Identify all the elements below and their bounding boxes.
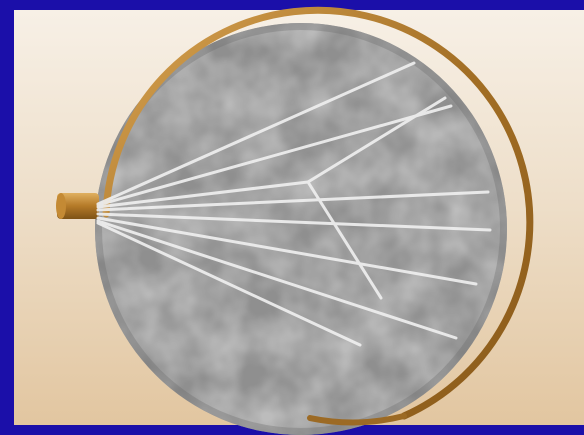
beam-inlet-icon — [56, 193, 99, 219]
